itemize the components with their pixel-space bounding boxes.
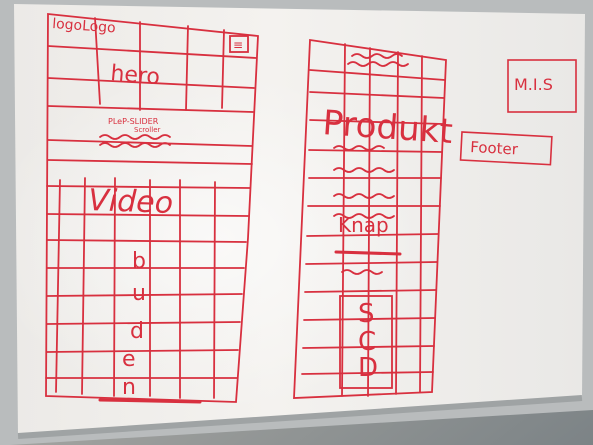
board-glare (14, 4, 585, 436)
mis-box (507, 59, 577, 113)
button-label: Knap (338, 213, 389, 237)
board-tray (17, 395, 583, 439)
vertical-letter: u (132, 281, 146, 306)
right-wireframe (293, 38, 447, 399)
menu-box (229, 35, 249, 53)
right-outline (293, 38, 447, 399)
mis-label: M.I.S (514, 75, 553, 94)
button-underline (334, 250, 402, 256)
hero-label: hero (109, 61, 160, 90)
vertical-letter: C (358, 327, 376, 357)
right-bottom-box (339, 295, 393, 389)
vertical-letter: d (130, 319, 144, 344)
left-bottom-rule (98, 398, 202, 404)
logo-label: logoLogo (52, 16, 116, 36)
vertical-letter: S (358, 299, 375, 329)
video-label: Video (88, 183, 174, 221)
vertical-letter: e (122, 347, 136, 372)
left-outline (45, 13, 259, 403)
vertical-letter: b (132, 249, 146, 274)
right-scribbles (333, 53, 409, 275)
footer-box (459, 131, 553, 166)
scroller-label: Scroller (134, 126, 160, 134)
left-wireframe (45, 13, 259, 404)
notes (459, 59, 577, 166)
footer-label: Footer (470, 138, 519, 159)
slider-label: PLeP-SLIDER (108, 117, 159, 126)
vertical-letter: n (122, 375, 136, 400)
scribble-waves (99, 134, 171, 148)
left-grid-h (45, 45, 257, 379)
product-label: Produkt (321, 103, 454, 152)
menu-icon: ≡ (233, 38, 243, 52)
right-grid-v (341, 43, 423, 397)
vertical-letter: D (358, 353, 378, 383)
left-grid-v (55, 17, 225, 399)
